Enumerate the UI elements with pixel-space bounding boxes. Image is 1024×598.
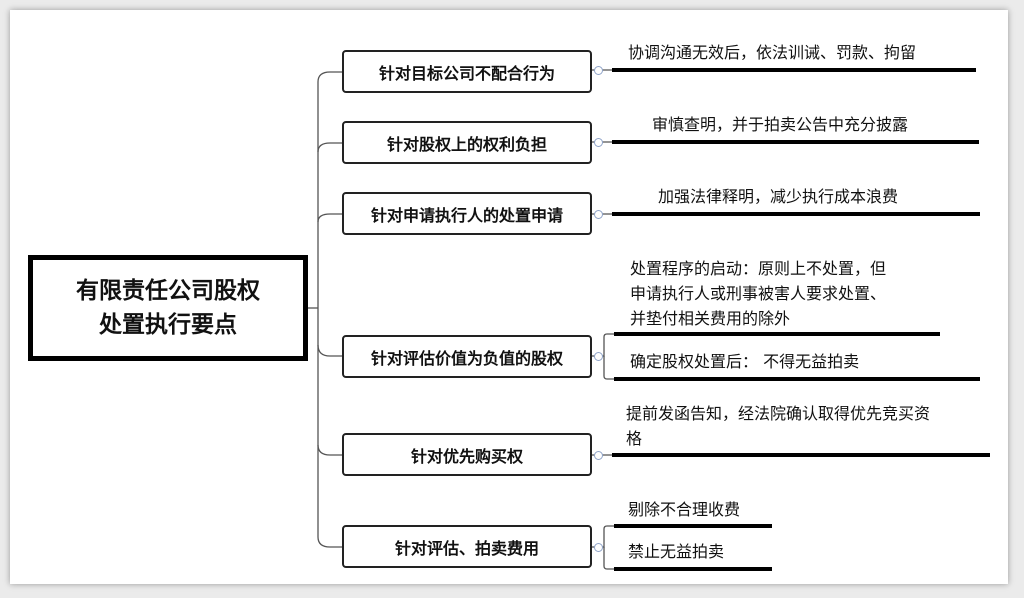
connector-branch-3	[317, 213, 342, 223]
connector-leaf-4a	[592, 333, 614, 357]
leaf-text: 协调沟通无效后，依法训诫、罚款、拘留	[628, 43, 917, 62]
connector-leaf-6b	[603, 547, 614, 570]
branch-label: 针对优先购买权	[410, 446, 523, 466]
connector-branch-1	[317, 71, 342, 83]
branch-node-3[interactable]: 针对申请执行人的处置申请	[342, 192, 592, 235]
leaf-line: 格	[626, 429, 643, 448]
connector-branch-2	[317, 142, 342, 153]
leaf-text: 禁止无益拍卖	[628, 542, 725, 561]
root-title-line1: 有限责任公司股权	[76, 278, 260, 304]
root-node[interactable]: 有限责任公司股权 处置执行要点	[28, 255, 308, 361]
connector-leaf-4b	[603, 356, 614, 380]
connector-leaf-6a	[592, 525, 614, 548]
collapse-knob[interactable]	[594, 66, 603, 75]
connector-branch-5	[317, 444, 342, 456]
collapse-knob[interactable]	[594, 352, 603, 361]
leaf-line: 并垫付相关费用的除外	[630, 309, 791, 328]
branch-label: 针对目标公司不配合行为	[378, 63, 555, 83]
branch-node-1[interactable]: 针对目标公司不配合行为	[342, 50, 592, 93]
leaf-line: 提前发函告知，经法院确认取得优先竞买资	[626, 404, 931, 423]
root-title-line2: 处置执行要点	[99, 312, 237, 338]
leaf-text: 加强法律释明，减少执行成本浪费	[658, 187, 899, 206]
branch-node-6[interactable]: 针对评估、拍卖费用	[342, 525, 592, 568]
branch-node-5[interactable]: 针对优先购买权	[342, 433, 592, 476]
branch-label: 针对评估、拍卖费用	[394, 538, 539, 558]
leaf-text: 审慎查明，并于拍卖公告中充分披露	[652, 115, 909, 134]
leaf-text: 剔除不合理收费	[628, 500, 741, 519]
branch-label: 针对评估价值为负值的股权	[370, 348, 563, 368]
collapse-knob[interactable]	[594, 210, 603, 219]
branch-node-2[interactable]: 针对股权上的权利负担	[342, 121, 592, 164]
branch-label: 针对股权上的权利负担	[386, 134, 547, 154]
leaf-line: 处置程序的启动：原则上不处置，但	[630, 259, 887, 278]
leaf-text-multiline: 提前发函告知，经法院确认取得优先竞买资 格	[626, 401, 930, 451]
collapse-knob[interactable]	[594, 138, 603, 147]
leaf-line: 申请执行人或刑事被害人要求处置、	[630, 284, 887, 303]
leaf-text-multiline: 处置程序的启动：原则上不处置，但 申请执行人或刑事被害人要求处置、 并垫付相关费…	[630, 256, 886, 331]
collapse-knob[interactable]	[594, 543, 603, 552]
leaf-text: 确定股权处置后： 不得无益拍卖	[630, 352, 860, 371]
collapse-knob[interactable]	[594, 451, 603, 460]
connector-branch-4	[317, 344, 342, 357]
branch-node-4[interactable]: 针对评估价值为负值的股权	[342, 335, 592, 378]
connector-branch-6	[317, 536, 342, 548]
branch-label: 针对申请执行人的处置申请	[370, 205, 563, 225]
